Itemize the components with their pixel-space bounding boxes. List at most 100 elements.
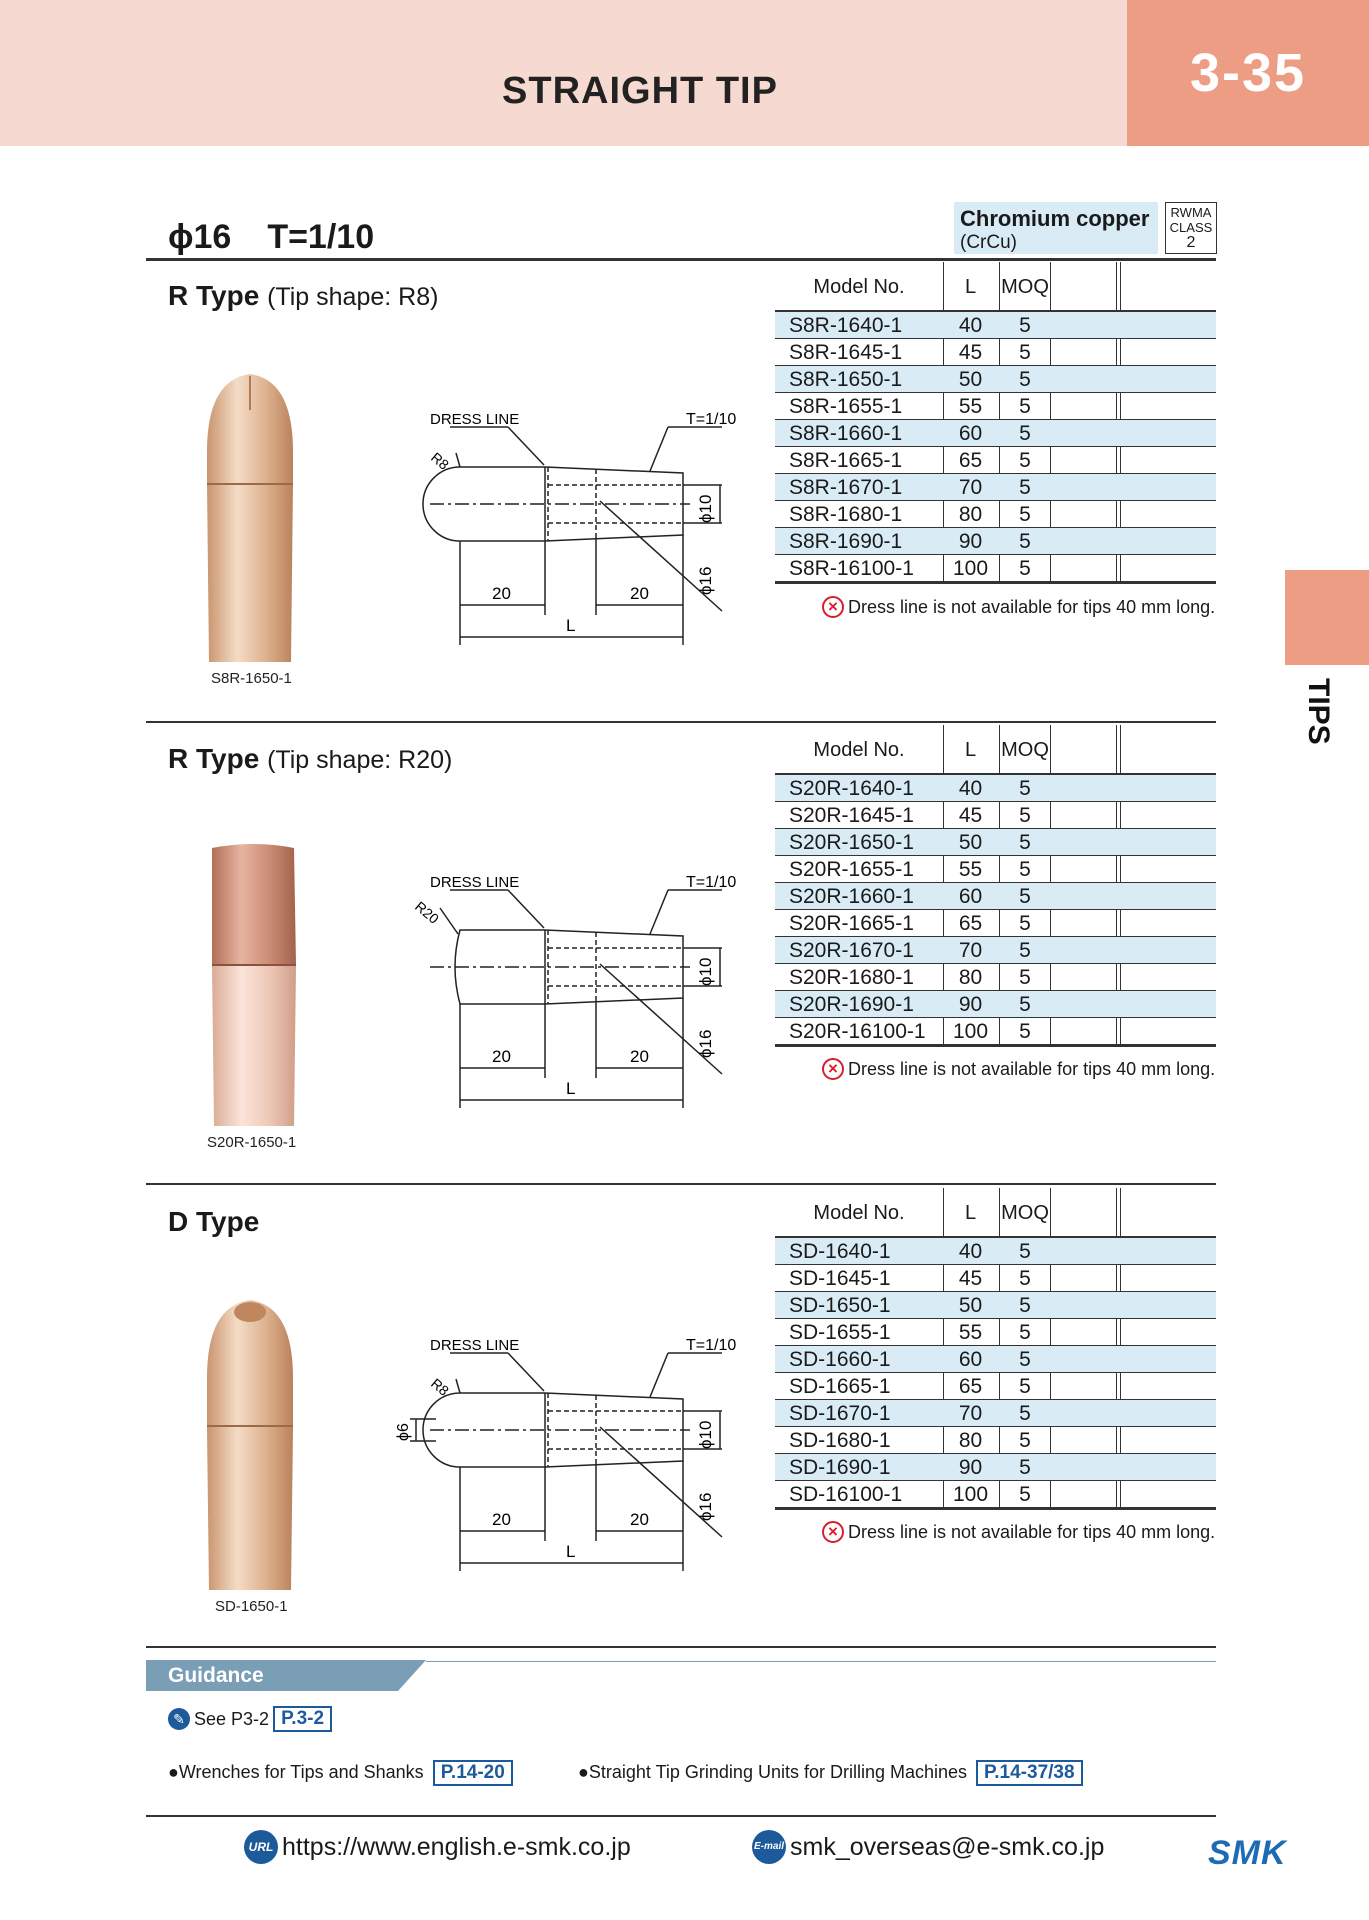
table-header: Model No. L MOQ (775, 262, 1216, 312)
tip-photo (207, 1300, 293, 1590)
taper-label: T=1/10 (686, 874, 736, 891)
dim-20: 20 (492, 584, 511, 603)
side-tab[interactable] (1285, 570, 1369, 665)
dress-line-note: ×Dress line is not available for tips 40… (822, 596, 1215, 618)
photo-caption: S20R-1650-1 (207, 1134, 297, 1151)
dim-length: L (566, 616, 575, 635)
prohibited-icon: × (822, 596, 844, 618)
photo-caption: SD-1650-1 (215, 1598, 288, 1615)
dress-line-label: DRESS LINE (430, 411, 519, 428)
smk-logo: SMK (1208, 1834, 1287, 1872)
dress-line-note: ×Dress line is not available for tips 40… (822, 1058, 1215, 1080)
email-link[interactable]: E-mail smk_overseas@e-smk.co.jp (752, 1830, 1104, 1864)
prohibited-icon: × (822, 1521, 844, 1543)
guidance-title: Guidance (146, 1660, 426, 1691)
email-address[interactable]: smk_overseas@e-smk.co.jp (790, 1832, 1105, 1861)
header-moq: MOQ (1001, 1202, 1049, 1224)
spec-taper: T=1/10 (267, 218, 375, 256)
dim-20: 20 (630, 1510, 649, 1529)
email-icon: E-mail (752, 1830, 786, 1864)
header-l: L (964, 1202, 977, 1224)
page-number: 3-35 (1127, 0, 1369, 146)
section-title: D Type (168, 1206, 259, 1238)
rwma-class-badge: RWMA CLASS 2 (1165, 202, 1217, 254)
tip-drawing: DRESS LINE T=1/10 R8 20 20 L ϕ10 ϕ16 (422, 411, 736, 645)
prohibited-icon: × (822, 1058, 844, 1080)
see-reference[interactable]: ✎ See P3-2 P.3-2 (168, 1706, 333, 1732)
spec-rule (146, 258, 1216, 261)
dress-line-label: DRESS LINE (430, 1337, 519, 1354)
header-moq: MOQ (1001, 739, 1049, 761)
tip-drawing: DRESS LINE T=1/10 R20 20 20 L ϕ10 ϕ16 (412, 874, 736, 1108)
section-type: R Type (168, 743, 260, 774)
note-text: Dress line is not available for tips 40 … (848, 596, 1216, 617)
guidance-rule (426, 1661, 1216, 1662)
rwma-class-label: CLASS (1169, 220, 1213, 235)
page-title: STRAIGHT TIP (502, 70, 778, 112)
footer-rule (146, 1815, 1216, 1817)
wrenches-page-link[interactable]: P.14-20 (432, 1760, 513, 1786)
website-link[interactable]: URL https://www.english.e-smk.co.jp (244, 1830, 631, 1864)
radius-label: R20 (412, 898, 442, 927)
dim-phi16: ϕ16 (696, 1030, 715, 1058)
section-divider (146, 721, 1216, 723)
dim-20: 20 (630, 584, 649, 603)
dim-length: L (566, 1079, 575, 1098)
dim-phi16: ϕ16 (696, 567, 715, 595)
note-text: Dress line is not available for tips 40 … (848, 1521, 1216, 1542)
grinding-page-link[interactable]: P.14-37/38 (976, 1760, 1083, 1786)
taper-label: T=1/10 (686, 411, 736, 428)
header-model: Model No. (813, 739, 905, 761)
guidance-item-text: ●Wrenches for Tips and Shanks (168, 1762, 424, 1782)
url-icon: URL (244, 1830, 278, 1864)
header-moq: MOQ (1001, 276, 1049, 298)
guidance-item-text: ●Straight Tip Grinding Units for Drillin… (578, 1762, 968, 1782)
tip-photo (212, 844, 296, 1126)
section-subtitle: (Tip shape: R20) (267, 746, 453, 774)
photo-caption: S8R-1650-1 (211, 670, 292, 687)
dress-line-label: DRESS LINE (430, 874, 519, 891)
dim-phi10: ϕ10 (696, 495, 715, 523)
see-page-link[interactable]: P.3-2 (273, 1706, 333, 1732)
material-name: Chromium copper (960, 206, 1150, 231)
section-divider (146, 1183, 1216, 1185)
side-tab-label: TIPS (1302, 678, 1335, 745)
section-type: R Type (168, 280, 260, 311)
dim-20: 20 (492, 1047, 511, 1066)
rwma-label: RWMA (1170, 205, 1212, 220)
dim-phi16: ϕ16 (696, 1493, 715, 1521)
dim-phi6: ϕ6 (395, 1423, 412, 1441)
table-header: Model No. L MOQ (775, 725, 1216, 775)
taper-label: T=1/10 (686, 1337, 736, 1354)
dim-length: L (566, 1542, 575, 1561)
dim-20: 20 (492, 1510, 511, 1529)
material-box: Chromium copper (CrCu) (954, 202, 1158, 254)
header-l: L (964, 276, 977, 298)
website-url[interactable]: https://www.english.e-smk.co.jp (282, 1832, 631, 1861)
dim-phi10: ϕ10 (696, 1421, 715, 1449)
